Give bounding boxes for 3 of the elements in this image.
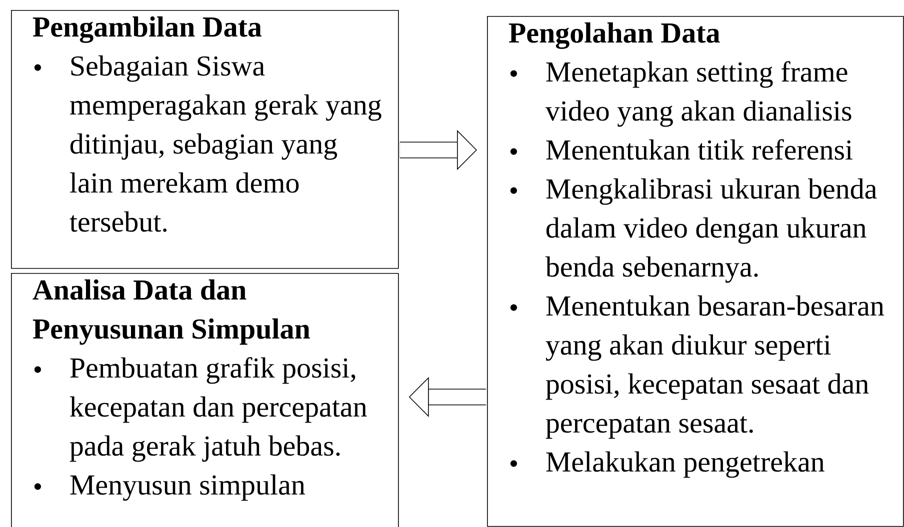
process-box: Pengolahan Data Menetapkan setting frame video yang akan dianalisis Menentukan titik referensi Mengkalibrasi ukuran benda dalam video dengan ukuran benda sebenarnya. Menentukan besaran-besaran yang akan diukur seperti posisi, kecepatan sesaat dan percepatan sesaat. Melakukan pengetrekan	[487, 16, 904, 527]
process-box: Analisa Data dan Penyusunan Simpulan Pembuatan grafik posisi, kecepatan dan percepatan pada gerak jatuh bebas. Menyusun simpulan	[11, 273, 399, 527]
process-box: Pengambilan Data Sebagaian Siswa memperagakan gerak yang ditinjau, sebagian yang lain merekam demo tersebut.	[11, 10, 399, 269]
